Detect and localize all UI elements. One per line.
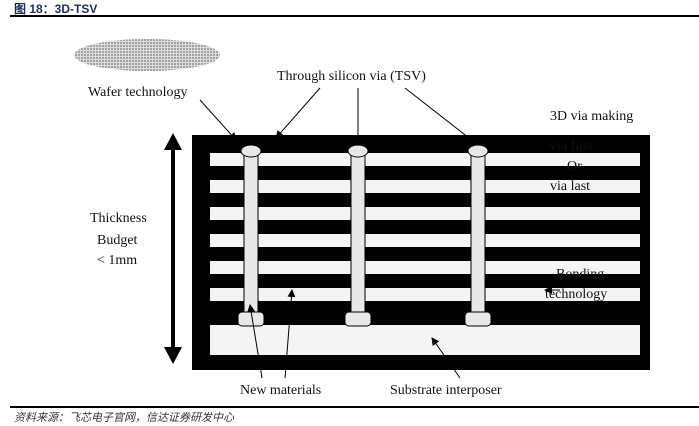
budget-label: Budget [97,233,138,248]
via-column [344,144,372,327]
wafer-icon [74,39,220,71]
chip-stack [192,135,650,370]
bonding-technology-label: technology [545,287,607,302]
title-divider [10,15,699,17]
figure-source: 资料来源：飞芯电子官网，信达证券研发中心 [14,411,234,424]
via-column [464,144,492,327]
new-materials-label: New materials [240,383,321,398]
bonding-label: Bonding [556,267,604,282]
via-column [237,144,265,327]
thickness-label: Thickness [90,211,147,226]
or-label: Or [567,159,582,174]
thickness-arrow [164,133,182,364]
tsv-label: Through silicon via (TSV) [277,69,426,84]
via-first-label: via first [550,139,593,154]
wafer-label: Wafer technology [88,85,188,100]
source-divider [10,406,699,408]
via-making-label: 3D via making [550,109,633,124]
thickness-value-label: < 1mm [97,253,137,268]
substrate-label: Substrate interposer [390,383,502,398]
figure-title: 图 18：3D-TSV [14,2,98,16]
via-last-label: via last [550,179,590,194]
